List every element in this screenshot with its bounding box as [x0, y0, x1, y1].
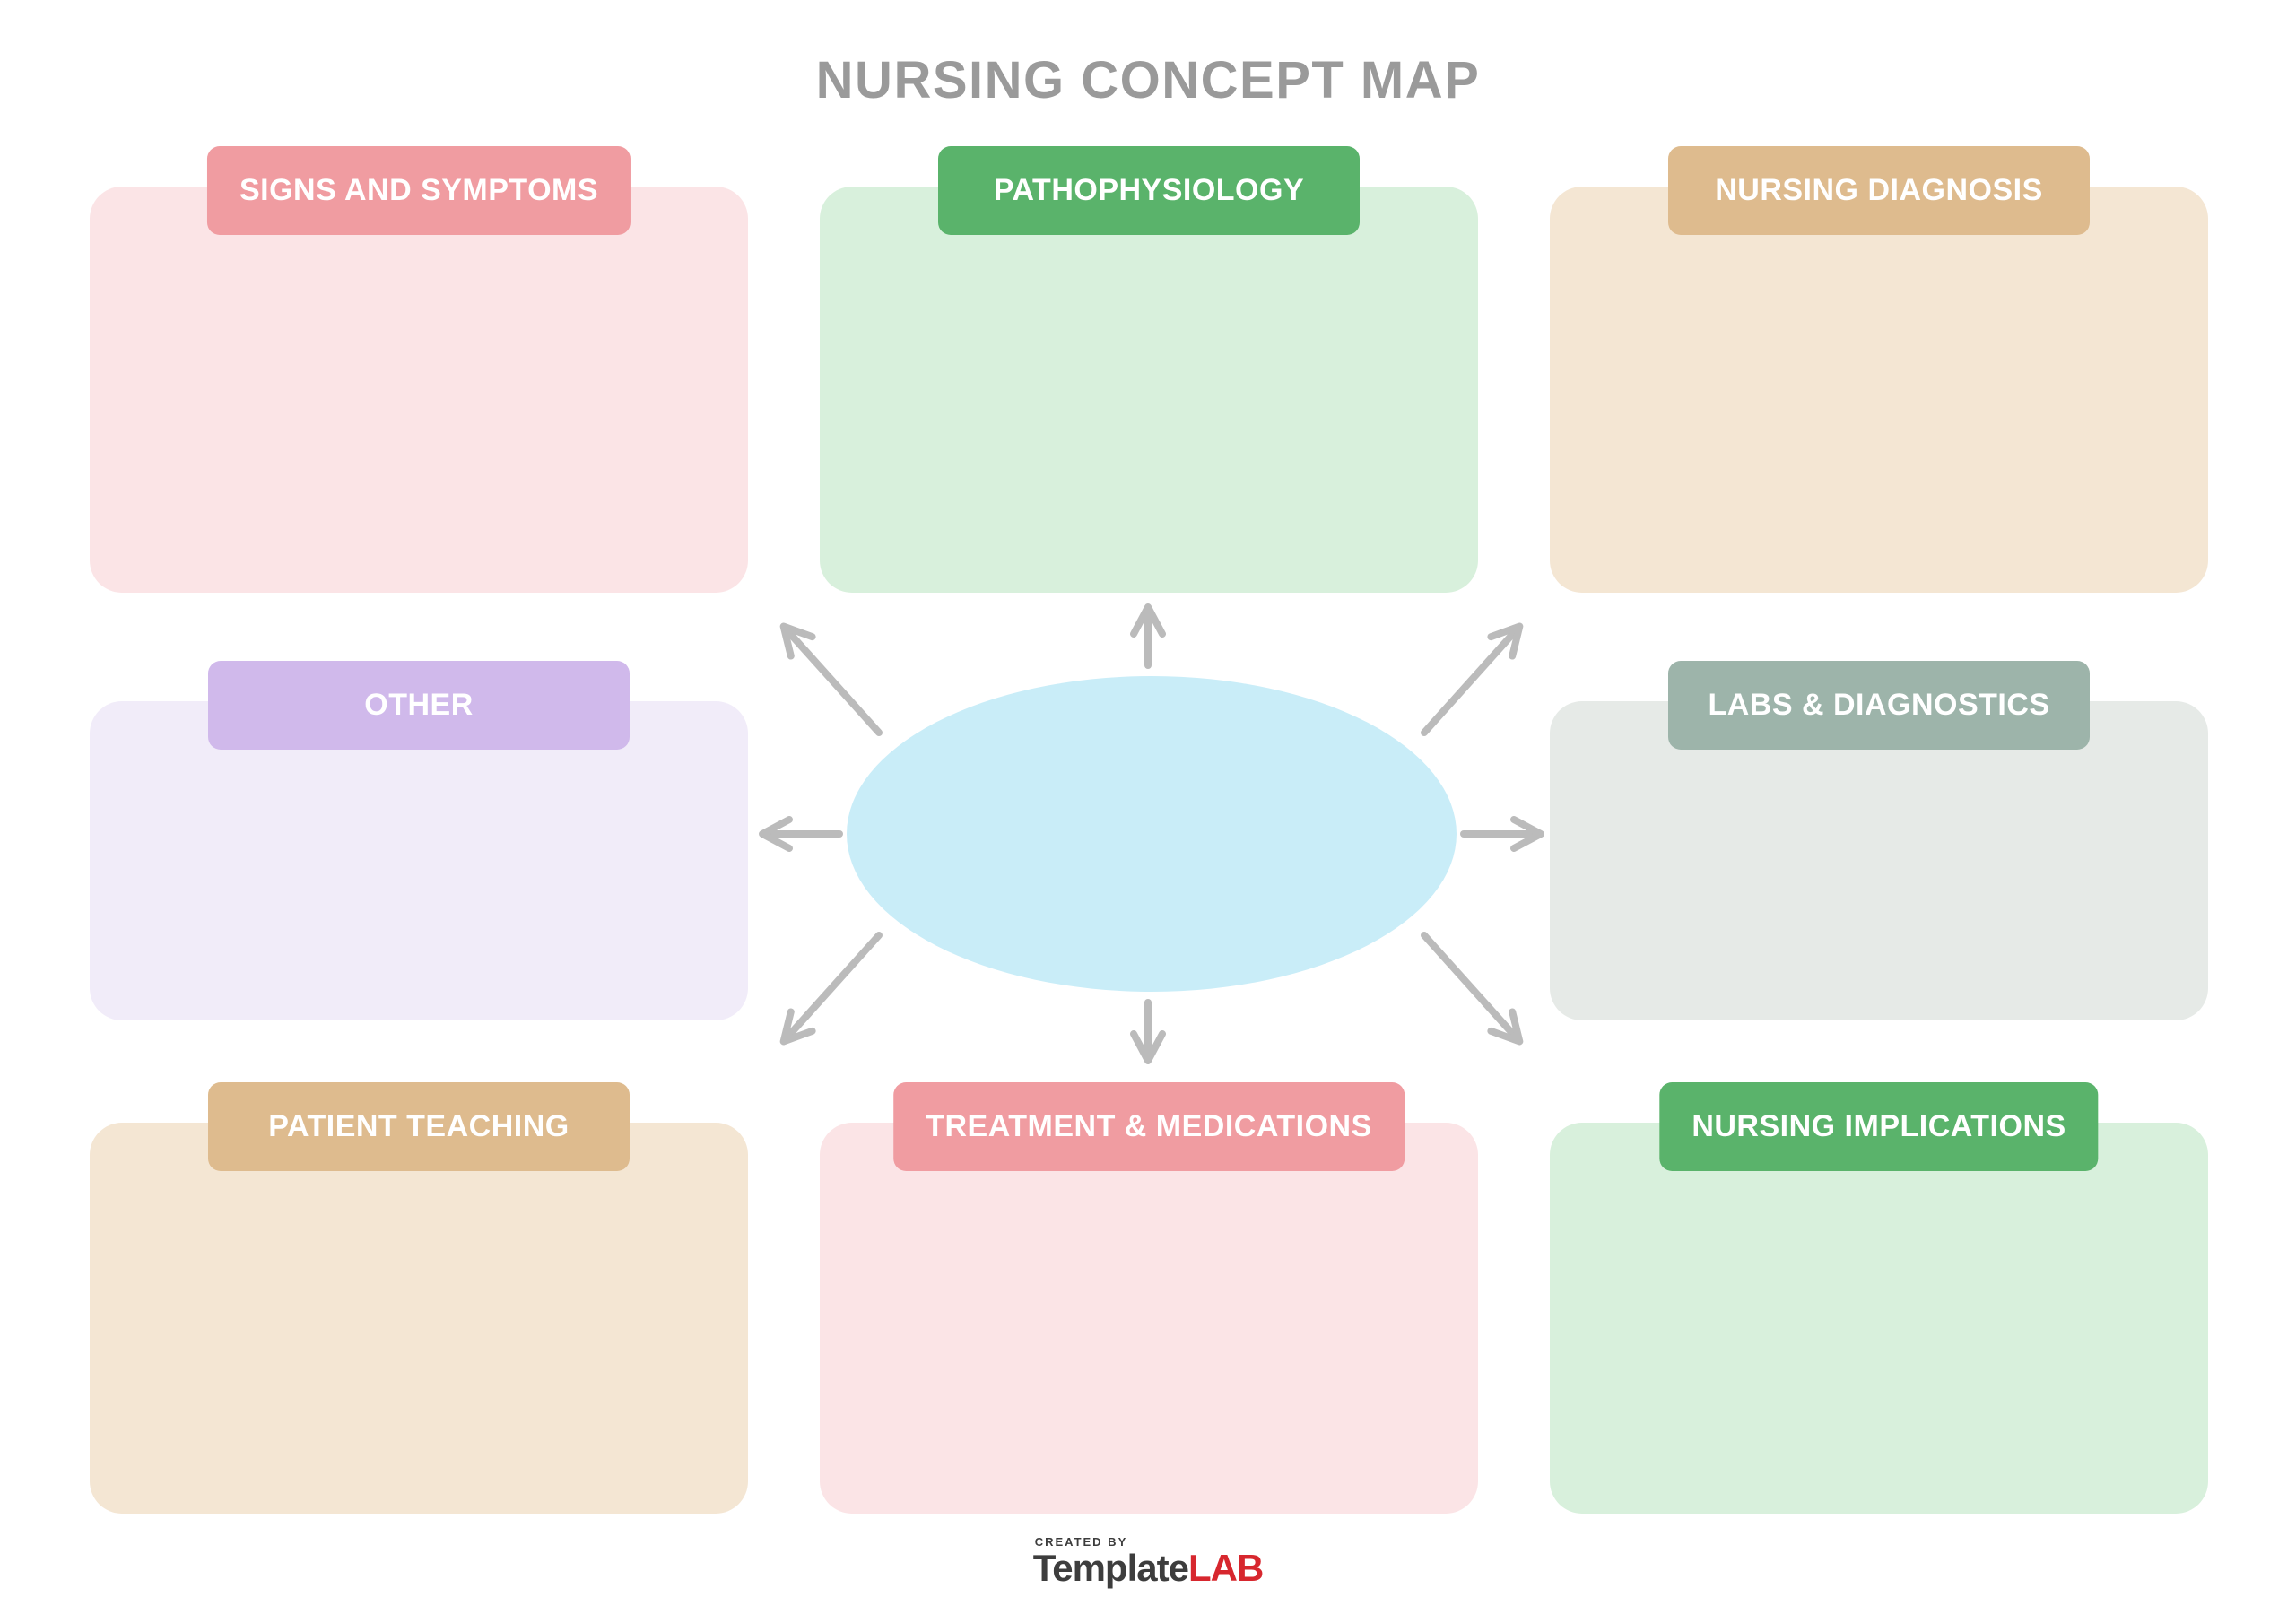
- card-nursing-implications: NURSING IMPLICATIONS: [1550, 1082, 2208, 1514]
- arrow-down-left: [779, 932, 883, 1046]
- card-header-nursing-implications: NURSING IMPLICATIONS: [1659, 1082, 2099, 1171]
- card-patient-teaching: PATIENT TEACHING: [90, 1082, 748, 1514]
- card-header-treatment-and-medications: TREATMENT & MEDICATIONS: [893, 1082, 1405, 1171]
- card-treatment-and-medications: TREATMENT & MEDICATIONS: [820, 1082, 1478, 1514]
- card-header-patient-teaching: PATIENT TEACHING: [208, 1082, 630, 1171]
- card-body-other[interactable]: [90, 701, 748, 1020]
- created-by-text: CREATED BY: [1034, 1535, 1128, 1549]
- card-body-patient-teaching[interactable]: [90, 1123, 748, 1514]
- card-body-treatment-and-medications[interactable]: [820, 1123, 1478, 1514]
- card-header-pathophysiology: PATHOPHYSIOLOGY: [938, 146, 1360, 235]
- card-header-labs-and-diagnostics: LABS & DIAGNOSTICS: [1668, 661, 2090, 750]
- footer-logo: CREATED BY TemplateLAB: [1032, 1535, 1265, 1589]
- page-title: NURSING CONCEPT MAP: [815, 51, 1481, 109]
- arrow-up-left: [779, 622, 883, 736]
- card-label: OTHER: [364, 688, 474, 722]
- brand-template-text: Template: [1032, 1547, 1189, 1589]
- card-label: TREATMENT & MEDICATIONS: [926, 1109, 1372, 1143]
- card-label: NURSING IMPLICATIONS: [1692, 1109, 2066, 1143]
- brand-lab-text: LAB: [1187, 1547, 1264, 1589]
- card-signs-and-symptoms: SIGNS AND SYMPTOMS: [90, 146, 748, 593]
- card-labs-and-diagnostics: LABS & DIAGNOSTICS: [1550, 661, 2208, 1020]
- card-body-pathophysiology[interactable]: [820, 187, 1478, 593]
- arrow-up-right: [1421, 622, 1524, 736]
- card-label: SIGNS AND SYMPTOMS: [239, 173, 599, 207]
- card-header-other: OTHER: [208, 661, 630, 750]
- card-body-labs-and-diagnostics[interactable]: [1550, 701, 2208, 1020]
- card-body-signs-and-symptoms[interactable]: [90, 187, 748, 593]
- templatelab-wordmark: TemplateLAB: [1032, 1547, 1265, 1589]
- card-nursing-diagnosis: NURSING DIAGNOSIS: [1550, 146, 2208, 593]
- card-body-nursing-implications[interactable]: [1550, 1123, 2208, 1514]
- card-body-nursing-diagnosis[interactable]: [1550, 187, 2208, 593]
- card-label: PATHOPHYSIOLOGY: [993, 173, 1305, 207]
- card-header-nursing-diagnosis: NURSING DIAGNOSIS: [1668, 146, 2090, 235]
- card-other: OTHER: [90, 661, 748, 1020]
- card-header-signs-and-symptoms: SIGNS AND SYMPTOMS: [206, 146, 631, 235]
- card-pathophysiology: PATHOPHYSIOLOGY: [820, 146, 1478, 593]
- card-label: NURSING DIAGNOSIS: [1715, 173, 2043, 207]
- card-label: LABS & DIAGNOSTICS: [1708, 688, 2050, 722]
- arrow-down-right: [1421, 932, 1524, 1046]
- card-label: PATIENT TEACHING: [268, 1109, 570, 1143]
- central-topic-ellipse[interactable]: [847, 676, 1457, 992]
